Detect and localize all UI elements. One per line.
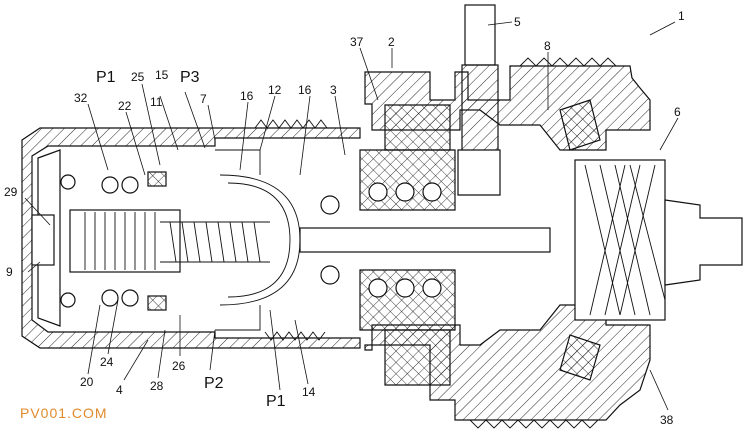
side-balls <box>60 171 167 311</box>
label-38: 38 <box>660 413 674 427</box>
label-9: 9 <box>6 265 13 279</box>
label-14: 14 <box>302 385 316 399</box>
left-cap <box>21 127 361 349</box>
label-16a: 16 <box>240 89 254 103</box>
label-20: 20 <box>80 375 94 389</box>
label-3: 3 <box>330 83 337 97</box>
label-24: 24 <box>100 355 114 369</box>
label-p1-bottom: P1 <box>266 393 286 410</box>
watermark: PV001.COM <box>20 405 108 421</box>
label-8: 8 <box>544 39 551 53</box>
label-4: 4 <box>116 383 123 397</box>
piston-body <box>359 104 456 386</box>
shaft <box>299 227 551 253</box>
leader-lines <box>24 21 679 411</box>
labels: 1 5 2 37 8 6 3 16 12 16 7 P3 15 25 P1 11… <box>4 9 685 427</box>
label-p3: P3 <box>180 69 200 86</box>
label-16b: 16 <box>298 83 312 97</box>
right-spring <box>574 159 743 321</box>
gear <box>559 99 601 381</box>
label-p1-top: P1 <box>96 69 116 86</box>
label-1: 1 <box>678 9 685 23</box>
label-32: 32 <box>74 91 88 105</box>
label-15: 15 <box>155 68 169 82</box>
label-37: 37 <box>350 35 364 49</box>
label-25: 25 <box>131 70 145 84</box>
label-26: 26 <box>172 359 186 373</box>
label-28: 28 <box>150 379 164 393</box>
label-11: 11 <box>150 95 163 109</box>
label-7: 7 <box>200 92 207 106</box>
label-5: 5 <box>514 15 521 29</box>
bearing-balls <box>320 182 442 298</box>
label-6: 6 <box>674 105 681 119</box>
label-12: 12 <box>268 83 282 97</box>
rod <box>457 4 501 196</box>
diaphragm <box>215 149 301 331</box>
label-22: 22 <box>118 99 132 113</box>
left-spring <box>69 209 270 273</box>
label-p2: P2 <box>204 375 224 392</box>
label-2: 2 <box>388 35 395 49</box>
label-29: 29 <box>4 185 18 199</box>
